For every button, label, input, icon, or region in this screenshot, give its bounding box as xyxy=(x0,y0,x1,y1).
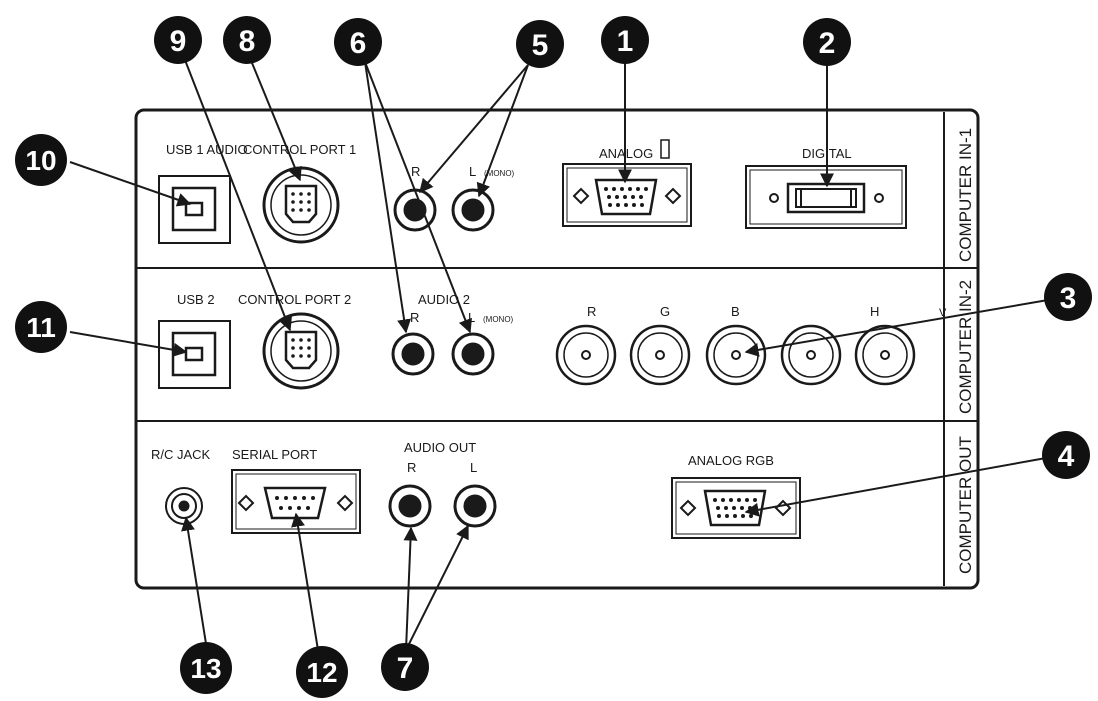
bnc-4-connector xyxy=(780,324,842,386)
out-l-label: L xyxy=(470,460,477,475)
callout-8: 8 xyxy=(223,16,271,64)
bnc-b-connector xyxy=(705,324,767,386)
side-label-computer-in-1: COMPUTER IN-1 xyxy=(956,128,975,262)
callout-11-number: 11 xyxy=(26,312,56,343)
audio-out-label: AUDIO OUT xyxy=(404,440,476,455)
usb1-audio-label: USB 1 AUDIO xyxy=(166,142,248,157)
callout-7-number: 7 xyxy=(397,652,414,685)
callout-3: 3 xyxy=(1044,273,1092,321)
in2-audio-r-jack xyxy=(391,332,435,376)
callout-10-number: 10 xyxy=(25,145,56,176)
bnc-r-label: R xyxy=(587,304,596,319)
callout-2: 2 xyxy=(803,18,851,66)
out-audio-r-jack xyxy=(388,484,432,528)
analog-label: ANALOG xyxy=(599,146,653,161)
bnc-r-connector xyxy=(555,324,617,386)
side-label-computer-out: COMPUTER OUT xyxy=(956,436,975,574)
in2-l-label: L xyxy=(468,310,475,325)
in1-audio-l-jack xyxy=(451,188,495,232)
callout-9: 9 xyxy=(154,16,202,64)
in1-l-label: L xyxy=(469,164,476,179)
analog-rgb-out-connector xyxy=(671,477,801,539)
side-label-computer-in-2: COMPUTER IN-2 xyxy=(956,280,975,414)
callout-5-number: 5 xyxy=(532,29,549,62)
callout-4: 4 xyxy=(1042,431,1090,479)
rc-jack xyxy=(165,487,203,525)
out-audio-l-jack xyxy=(453,484,497,528)
in2-audio-l-jack xyxy=(451,332,495,376)
usb1-port xyxy=(158,175,231,244)
in1-mono-label: (MONO) xyxy=(484,169,515,178)
usb2-port xyxy=(158,320,231,389)
callout-5: 5 xyxy=(516,20,564,68)
bnc-v-label: V xyxy=(939,307,947,319)
in2-r-label: R xyxy=(410,310,419,325)
callout-9-number: 9 xyxy=(170,25,187,58)
analog-vga-connector xyxy=(562,163,692,227)
control-port-1-connector xyxy=(262,166,340,244)
callout-11: 11 xyxy=(15,301,67,353)
callout-3-number: 3 xyxy=(1060,282,1077,315)
usb2-label: USB 2 xyxy=(177,292,215,307)
callout-8-number: 8 xyxy=(239,25,256,58)
bnc-g-label: G xyxy=(660,304,670,319)
bnc-g-connector xyxy=(629,324,691,386)
analog-rgb-label: ANALOG RGB xyxy=(688,453,774,468)
callout-13: 13 xyxy=(180,642,232,694)
control-port-1-label: CONTROL PORT 1 xyxy=(243,142,356,157)
callout-6-number: 6 xyxy=(350,27,367,60)
leader-lines xyxy=(69,57,1049,651)
callout-4-number: 4 xyxy=(1058,440,1075,473)
serial-port-label: SERIAL PORT xyxy=(232,447,317,462)
callout-12-number: 12 xyxy=(306,657,337,688)
control-port-2-connector xyxy=(262,312,340,390)
bnc-h-connector xyxy=(854,324,916,386)
in1-r-label: R xyxy=(411,164,420,179)
rc-jack-label: R/C JACK xyxy=(151,447,211,462)
out-r-label: R xyxy=(407,460,416,475)
in2-mono-label: (MONO) xyxy=(483,315,514,324)
callout-12: 12 xyxy=(296,646,348,698)
serial-port-connector xyxy=(231,469,361,534)
callout-1: 1 xyxy=(601,16,649,64)
control-port-2-label: CONTROL PORT 2 xyxy=(238,292,351,307)
audio2-label: AUDIO 2 xyxy=(418,292,470,307)
bnc-b-label: B xyxy=(731,304,740,319)
callout-6: 6 xyxy=(334,18,382,66)
callout-7: 7 xyxy=(381,643,429,691)
callout-13-number: 13 xyxy=(190,653,221,684)
bnc-h-label: H xyxy=(870,304,879,319)
analog-marker xyxy=(660,139,670,159)
callout-10: 10 xyxy=(15,134,67,186)
callout-2-number: 2 xyxy=(819,27,836,60)
callout-1-number: 1 xyxy=(617,25,634,58)
